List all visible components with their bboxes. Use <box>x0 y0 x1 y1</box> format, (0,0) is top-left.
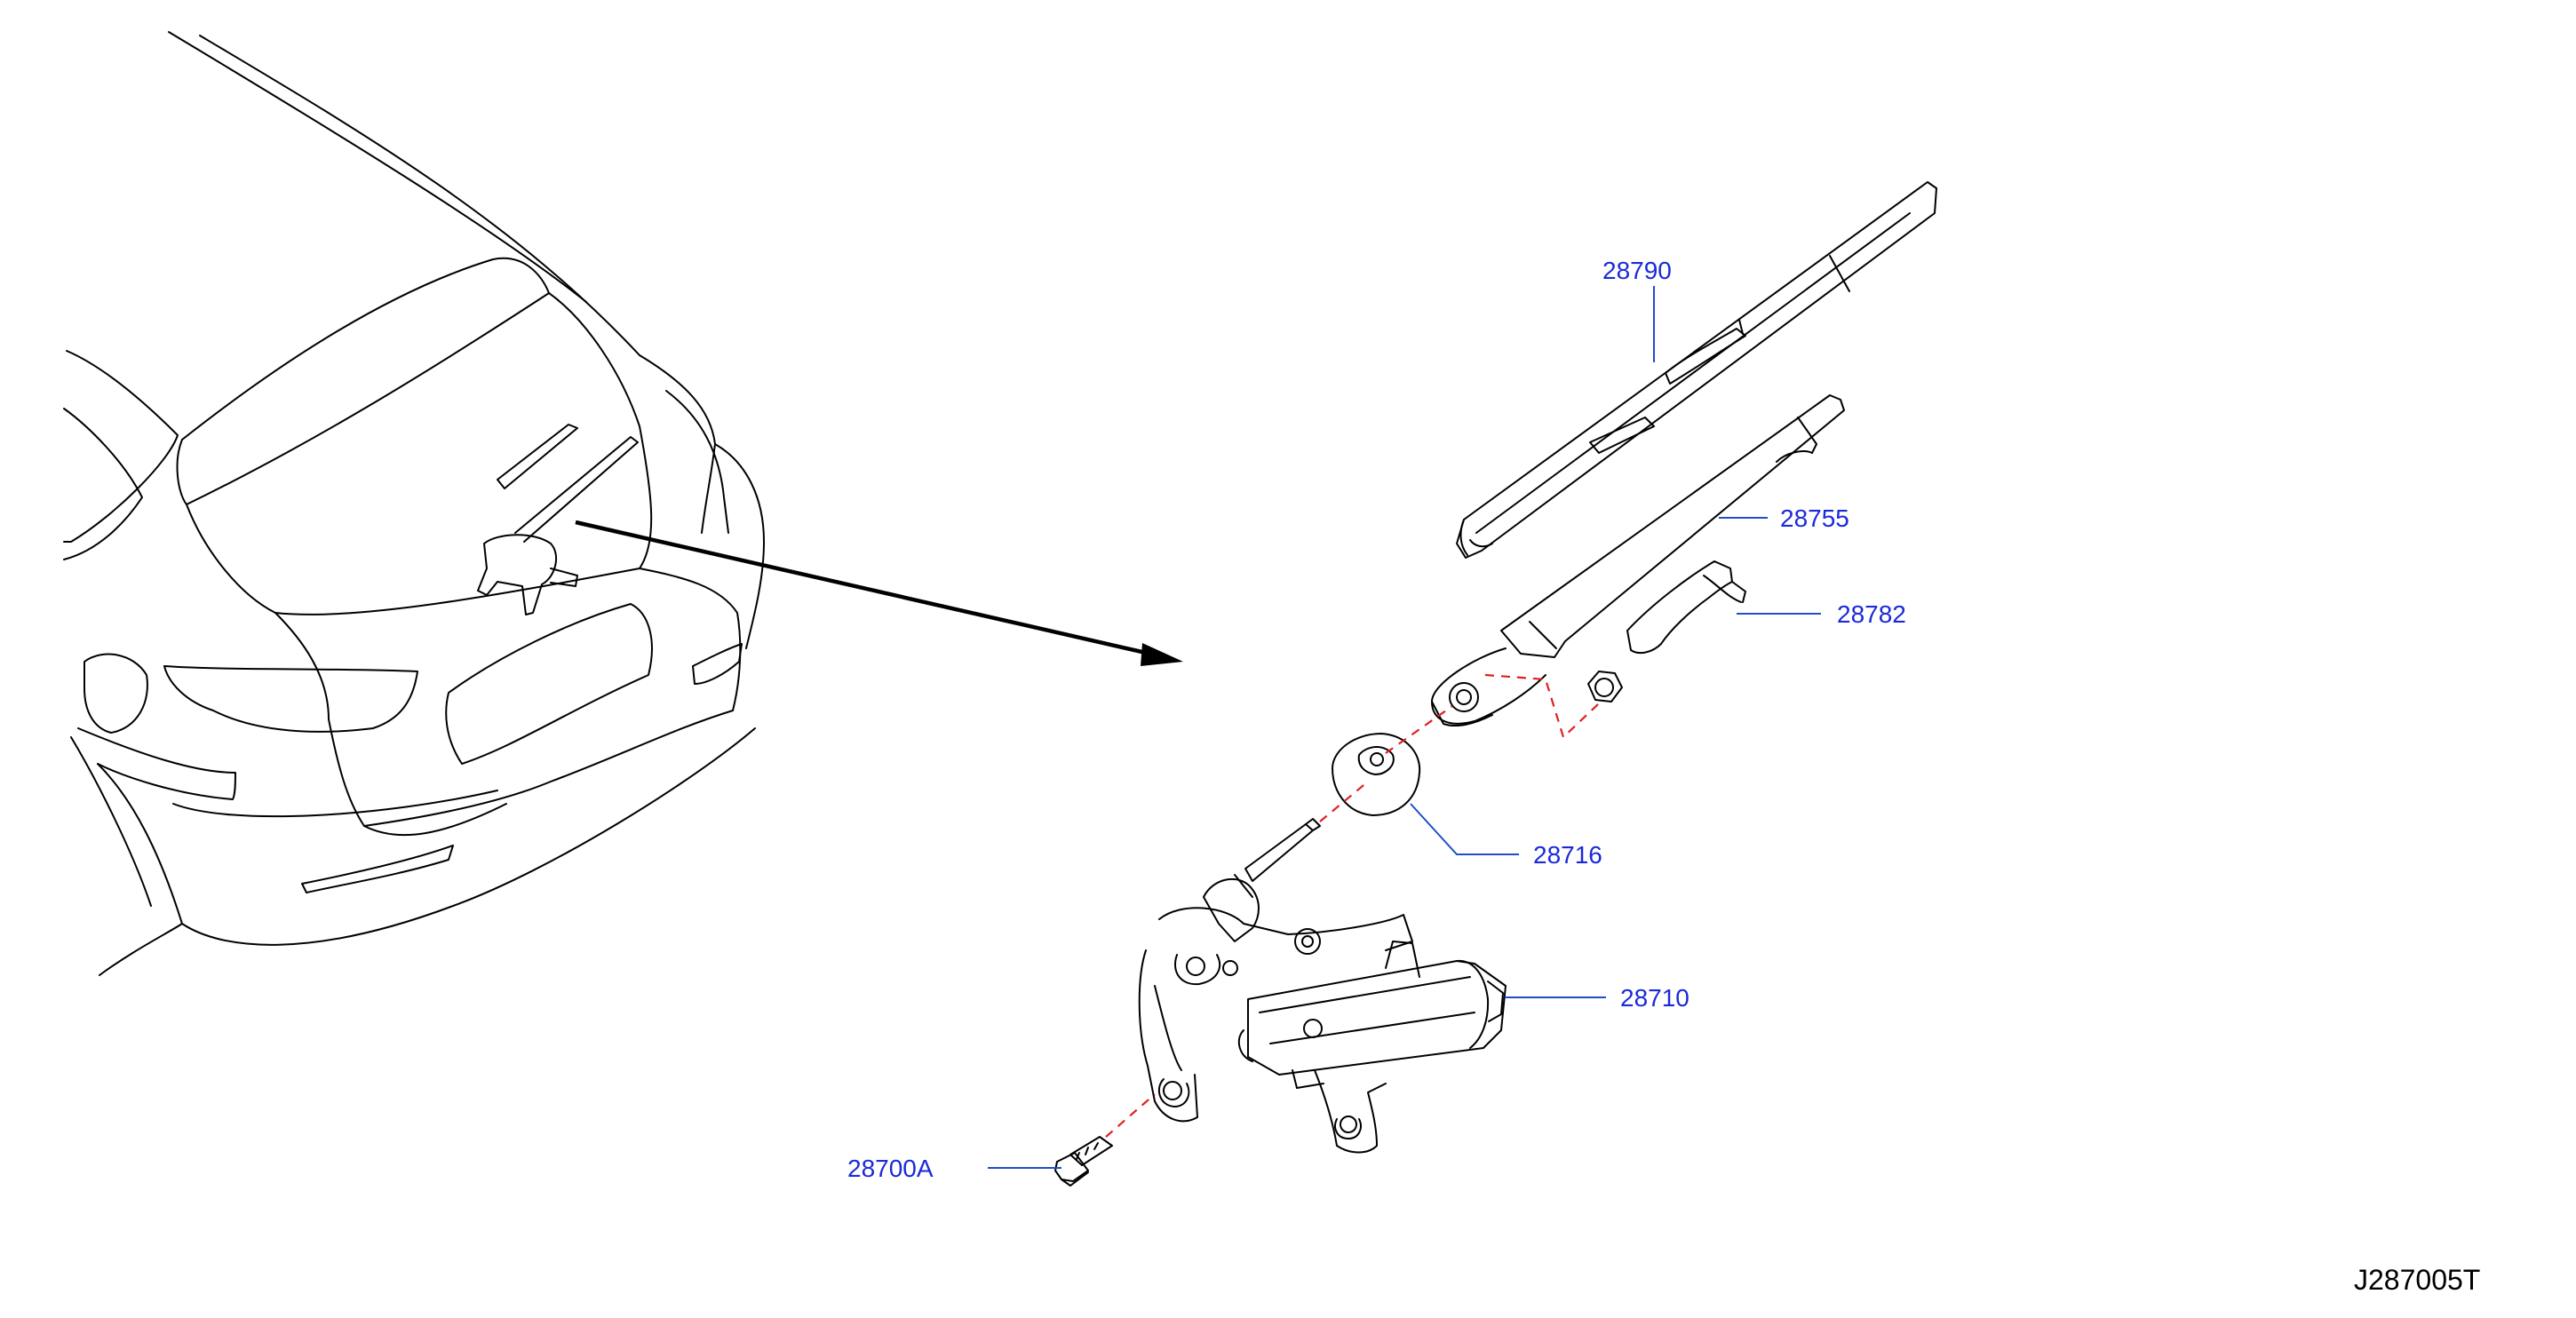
bolt <box>1054 1136 1113 1187</box>
callout-28700A: 28700A <box>847 1155 934 1182</box>
callout-28755: 28755 <box>1780 504 1849 532</box>
callout-28782: 28782 <box>1837 600 1906 628</box>
callout-28710: 28710 <box>1620 984 1690 1012</box>
pointer-arrow <box>575 520 1183 666</box>
drawing-code: J287005T <box>2354 1264 2480 1296</box>
wiper-arm <box>1431 394 1845 726</box>
pivot-seal <box>1332 733 1421 816</box>
callout-28790: 28790 <box>1602 257 1672 284</box>
nut <box>1587 671 1623 703</box>
vehicle-rear-view <box>63 31 765 976</box>
leader-lines <box>988 286 1821 1169</box>
wiper-motor <box>1138 818 1507 1154</box>
wiper-cap <box>1626 560 1746 655</box>
callout-28716: 28716 <box>1533 841 1602 869</box>
assembly-lines <box>1105 673 1600 1138</box>
leader-seal <box>1410 803 1519 855</box>
wiper-blade <box>1456 181 1937 559</box>
